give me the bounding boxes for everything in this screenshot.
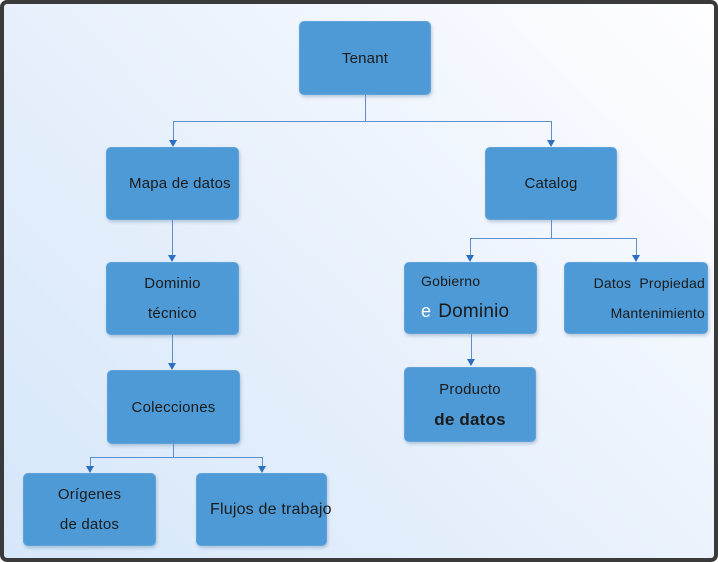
arrowhead-to-producto	[467, 359, 475, 366]
node-producto-de-datos: Producto de datos	[404, 367, 536, 442]
node-colecciones: Colecciones	[107, 370, 240, 444]
node-dominio-tecnico-line1: Dominio	[144, 274, 201, 292]
connector-mapa-to-dominio	[172, 220, 173, 256]
node-catalog: Catalog	[485, 147, 617, 220]
node-gobierno-e-dominio: Gobierno e Dominio	[404, 262, 537, 334]
node-producto-line2: de datos	[434, 409, 506, 429]
node-origenes-line1: Orígenes	[57, 485, 122, 503]
arrowhead-to-flujos	[258, 466, 266, 473]
node-tenant-label: Tenant	[341, 49, 389, 67]
connector-tenant-to-mapa	[173, 121, 174, 141]
connector-tenant-stem	[365, 95, 366, 122]
node-colecciones-label: Colecciones	[131, 398, 216, 416]
connector-colecciones-crossbar	[90, 457, 262, 458]
node-origenes-de-datos: Orígenes de datos	[23, 473, 156, 546]
node-datos-propiedad-line1: Datos Propiedad	[593, 275, 705, 291]
node-gobierno-line2: e Dominio	[421, 294, 536, 329]
node-catalog-label: Catalog	[524, 175, 578, 192]
node-flujos-label: Flujos de trabajo	[210, 500, 332, 518]
node-gobierno-dominio-text: Dominio	[438, 300, 510, 322]
arrowhead-to-catalog	[547, 140, 555, 147]
arrowhead-to-colecciones	[168, 363, 176, 370]
arrowhead-to-datos-propiedad	[632, 255, 640, 262]
connector-to-datos-propiedad	[636, 238, 637, 255]
arrowhead-to-mapa	[169, 140, 177, 147]
connector-gobierno-to-producto	[471, 334, 472, 360]
node-datos-propiedad-line2: Mantenimiento	[610, 305, 705, 321]
arrowhead-to-gobierno	[466, 255, 474, 262]
connector-to-gobierno	[470, 238, 471, 255]
node-datos-propiedad-mantenimiento: Datos Propiedad Mantenimiento	[564, 262, 708, 334]
node-flujos-de-trabajo: Flujos de trabajo	[196, 473, 332, 546]
connector-catalog-crossbar	[470, 238, 636, 239]
node-mapa-de-datos-label: Mapa de datos	[129, 175, 231, 192]
node-tenant: Tenant	[299, 21, 431, 95]
connector-to-origenes	[90, 457, 91, 466]
connector-tenant-crossbar	[173, 121, 552, 122]
node-mapa-de-datos: Mapa de datos	[106, 147, 239, 220]
connector-dominio-to-colecciones	[172, 335, 173, 364]
arrowhead-to-dominio	[168, 255, 176, 262]
node-dominio-tecnico-line2: técnico	[148, 304, 197, 322]
node-gobierno-e-highlight: e	[421, 300, 432, 321]
node-dominio-tecnico: Dominio técnico	[106, 262, 239, 335]
connector-catalog-stem	[551, 220, 552, 239]
arrowhead-to-origenes	[86, 466, 94, 473]
connector-to-flujos	[262, 457, 263, 466]
node-gobierno-line1: Gobierno	[421, 272, 481, 289]
connector-colecciones-stem	[173, 444, 174, 458]
node-origenes-line2: de datos	[59, 515, 120, 533]
connector-tenant-to-catalog	[551, 121, 552, 141]
node-producto-line1: Producto	[439, 380, 501, 398]
